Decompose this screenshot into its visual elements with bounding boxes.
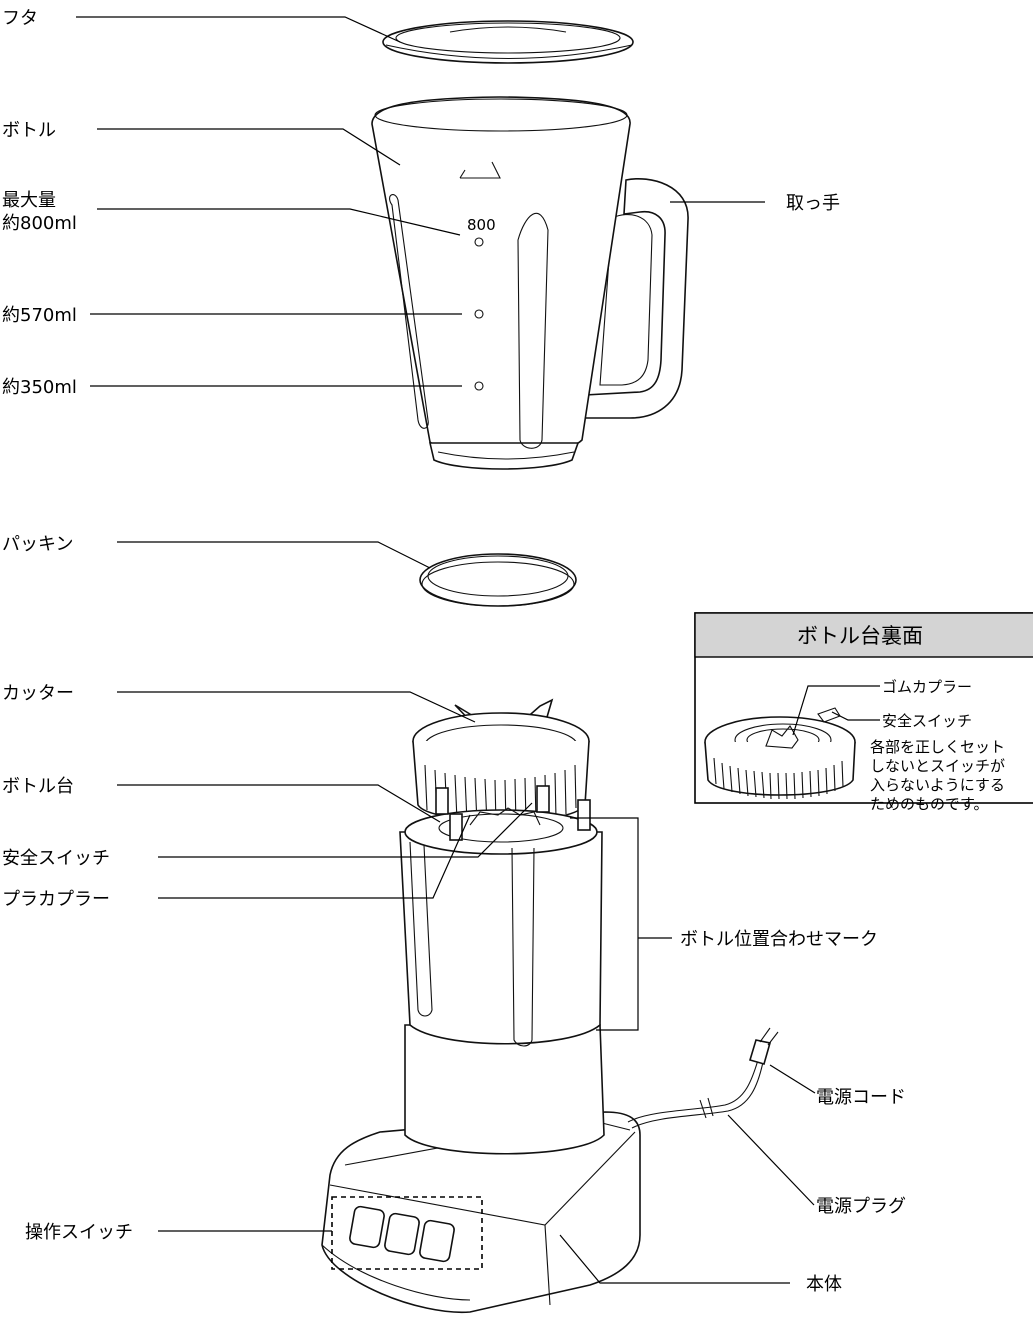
inset-title: ボトル台裏面 <box>797 624 923 648</box>
inset-note-line2: しないとスイッチが <box>870 757 1005 775</box>
label-bottle-base: ボトル台 <box>2 776 74 797</box>
label-power-cord: 電源コード <box>816 1087 906 1108</box>
labels: フタ ボトル 最大量 約800ml 約570ml 約350ml 取っ手 パッキン… <box>2 8 906 1295</box>
inset-bottle-base-underside <box>704 707 856 800</box>
inset-label-rubber-coupler: ゴムカプラー <box>882 678 972 696</box>
mark-800-text: 800 <box>467 216 496 234</box>
bottle: 800 <box>371 96 689 470</box>
label-lid: フタ <box>2 8 38 29</box>
leader-lines <box>76 16 816 1284</box>
label-gasket: パッキン <box>2 534 73 555</box>
label-plastic-coupler: プラカプラー <box>2 889 110 910</box>
label-max-volume-amount: 約800ml <box>2 213 77 234</box>
inset-label-safety-switch: 安全スイッチ <box>882 712 972 730</box>
inset-note-line4: ためのものです。 <box>870 795 989 813</box>
operation-switch-box <box>331 1196 483 1270</box>
label-safety-switch: 安全スイッチ <box>2 848 110 869</box>
label-power-plug: 電源プラグ <box>816 1196 906 1217</box>
lid <box>382 20 634 64</box>
main-body <box>321 785 641 1314</box>
power-cord <box>627 1027 779 1129</box>
label-main-body: 本体 <box>806 1274 842 1295</box>
label-handle: 取っ手 <box>786 193 840 214</box>
gasket <box>419 553 577 607</box>
inset-note-line1: 各部を正しくセット <box>870 738 1005 756</box>
label-bottle: ボトル <box>2 120 56 141</box>
inset-title-bar <box>694 612 1033 658</box>
label-350ml: 約350ml <box>2 377 77 398</box>
label-max-volume: 最大量 <box>2 190 56 211</box>
label-570ml: 約570ml <box>2 305 77 326</box>
inset-note-line3: 入らないようにする <box>870 776 1005 794</box>
label-operation-switch: 操作スイッチ <box>25 1222 133 1243</box>
label-cutter: カッター <box>2 683 74 704</box>
label-alignment-mark: ボトル位置合わせマーク <box>680 929 878 950</box>
inset-panel: ボトル台裏面 ゴムカプラー 安全スイッチ 各部を正しくセット しないとスイッチが… <box>694 612 1033 813</box>
